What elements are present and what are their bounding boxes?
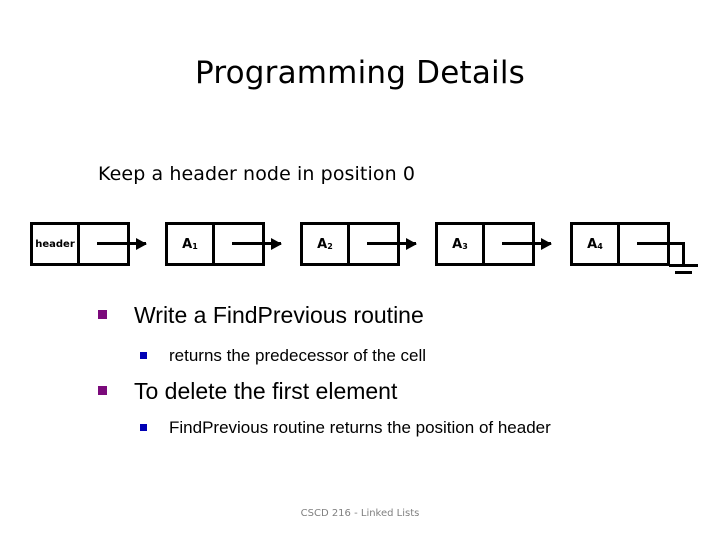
intro-text: Keep a header node in position 0 <box>98 163 416 185</box>
bullet-label: Write a FindPrevious routine <box>134 302 424 328</box>
pointer-arrow-a3-to-a4 <box>502 237 552 250</box>
ground-bar-short <box>675 271 692 274</box>
pointer-arrow-a2-to-a3 <box>367 237 417 250</box>
bullet-label: FindPrevious routine returns the positio… <box>169 418 551 437</box>
node-value-header: header <box>33 225 80 263</box>
bullet-square-icon <box>98 310 107 319</box>
page-title: Programming Details <box>194 55 526 91</box>
node-value-a2-subscript: 2 <box>327 241 333 251</box>
slide-footer: CSCD 216 - Linked Lists <box>300 508 420 519</box>
node-value-a1-letter: A <box>182 236 193 252</box>
node-value-a4-letter: A <box>587 236 598 252</box>
bullet-square-icon <box>140 352 147 359</box>
node-value-a1-subscript: 1 <box>192 241 198 251</box>
bullet-item-write-findprevious: Write a FindPrevious routine <box>98 300 658 330</box>
bullet-square-icon <box>140 424 147 431</box>
bullet-item-findprevious-returns-header: FindPrevious routine returns the positio… <box>140 415 640 440</box>
null-terminator-wire-horizontal <box>637 242 685 245</box>
pointer-arrow-header-to-a1 <box>97 237 147 250</box>
node-value-a4-subscript: 4 <box>597 241 603 251</box>
bullet-item-returns-predecessor: returns the predecessor of the cell <box>140 343 660 368</box>
node-value-a3-subscript: 3 <box>462 241 468 251</box>
bullet-label: To delete the first element <box>134 378 398 404</box>
bullet-item-to-delete-first-element: To delete the first element <box>98 376 658 406</box>
bullet-square-icon <box>98 386 107 395</box>
node-value-a3-letter: A <box>452 236 463 252</box>
pointer-arrow-a1-to-a2 <box>232 237 282 250</box>
null-terminator-wire-vertical <box>682 242 685 264</box>
bullet-label: returns the predecessor of the cell <box>169 346 427 365</box>
ground-bar-long <box>669 264 698 267</box>
node-value-a2-letter: A <box>317 236 328 252</box>
